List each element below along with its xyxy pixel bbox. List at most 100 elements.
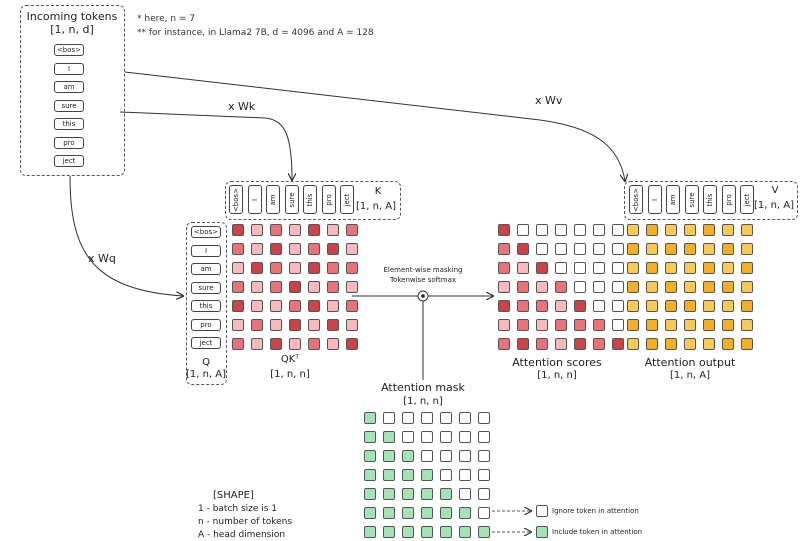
score-cell bbox=[612, 281, 624, 293]
score-cell bbox=[612, 243, 624, 255]
mask-cell bbox=[364, 488, 376, 500]
output-cell bbox=[703, 281, 715, 293]
score-cell bbox=[517, 224, 529, 236]
v-token-text: am bbox=[669, 193, 677, 206]
score-cell bbox=[612, 224, 624, 236]
qk-cell bbox=[327, 224, 339, 236]
qk-cell bbox=[308, 224, 320, 236]
output-label: Attention output bbox=[644, 356, 736, 369]
shape-legend-head: A - head dimension bbox=[198, 530, 286, 540]
q-label: Q bbox=[202, 357, 210, 368]
score-cell bbox=[498, 224, 510, 236]
qk-cell bbox=[327, 319, 339, 331]
output-cell bbox=[741, 338, 753, 350]
score-cell bbox=[536, 338, 548, 350]
mask-cell bbox=[478, 526, 490, 538]
scores-shape: [1, n, n] bbox=[537, 370, 577, 381]
qk-cell bbox=[346, 319, 358, 331]
mask-cell bbox=[402, 507, 414, 519]
score-cell bbox=[574, 338, 586, 350]
mask-cell bbox=[383, 526, 395, 538]
qk-cell bbox=[232, 243, 244, 255]
qk-cell bbox=[289, 281, 301, 293]
output-cell bbox=[627, 300, 639, 312]
score-cell bbox=[612, 262, 624, 274]
output-cell bbox=[665, 300, 677, 312]
q-token: am bbox=[191, 263, 221, 275]
score-cell bbox=[498, 262, 510, 274]
output-cell bbox=[684, 262, 696, 274]
mask-cell bbox=[459, 431, 471, 443]
mask-cell bbox=[364, 431, 376, 443]
score-cell bbox=[555, 262, 567, 274]
k-token-text: this bbox=[306, 193, 314, 206]
qk-cell bbox=[327, 262, 339, 274]
qk-cell bbox=[251, 243, 263, 255]
output-cell bbox=[646, 319, 658, 331]
output-cell bbox=[684, 243, 696, 255]
output-cell bbox=[741, 300, 753, 312]
mask-shape: [1, n, n] bbox=[403, 396, 443, 407]
score-cell bbox=[498, 243, 510, 255]
output-cell bbox=[722, 338, 734, 350]
mask-cell bbox=[383, 488, 395, 500]
output-cell bbox=[722, 262, 734, 274]
wq-label: x Wq bbox=[88, 252, 116, 265]
incoming-token: <bos> bbox=[54, 44, 84, 56]
wv-arrow bbox=[124, 71, 625, 181]
qk-cell bbox=[289, 262, 301, 274]
output-cell bbox=[703, 224, 715, 236]
mask-label: Attention mask bbox=[381, 381, 465, 394]
v-token: sure bbox=[684, 185, 699, 214]
incoming-token: am bbox=[54, 81, 84, 93]
k-token: pro bbox=[321, 185, 336, 214]
mask-cell bbox=[440, 450, 452, 462]
v-token-text: sure bbox=[687, 191, 696, 208]
score-cell bbox=[536, 300, 548, 312]
mask-cell bbox=[459, 507, 471, 519]
q-token: <bos> bbox=[191, 226, 221, 238]
v-token: am bbox=[666, 185, 680, 214]
v-token-text: <bos> bbox=[632, 187, 640, 212]
score-cell bbox=[517, 338, 529, 350]
incoming-token: pro bbox=[54, 136, 84, 149]
qk-cell bbox=[327, 243, 339, 255]
qk-cell bbox=[289, 338, 301, 350]
mask-cell bbox=[383, 469, 395, 481]
qk-cell bbox=[251, 319, 263, 331]
incoming-token: this bbox=[54, 118, 84, 130]
mask-cell bbox=[459, 488, 471, 500]
score-cell bbox=[498, 319, 510, 331]
v-token-text: I bbox=[650, 198, 659, 201]
qk-cell bbox=[346, 338, 358, 350]
qk-cell bbox=[251, 281, 263, 293]
q-box bbox=[186, 222, 227, 385]
v-token-text: this bbox=[706, 193, 714, 206]
output-cell bbox=[665, 281, 677, 293]
q-token: ject bbox=[191, 337, 221, 349]
mask-cell bbox=[421, 488, 433, 500]
mask-cell bbox=[459, 469, 471, 481]
mask-cell bbox=[478, 507, 490, 519]
mask-cell bbox=[440, 488, 452, 500]
q-token: I bbox=[191, 244, 221, 257]
mask-cell bbox=[421, 431, 433, 443]
mask-cell bbox=[402, 450, 414, 462]
qk-cell bbox=[308, 338, 320, 350]
score-cell bbox=[536, 319, 548, 331]
qk-cell bbox=[251, 224, 263, 236]
score-cell bbox=[517, 319, 529, 331]
score-cell bbox=[574, 243, 586, 255]
v-box bbox=[624, 181, 798, 220]
qk-cell bbox=[232, 338, 244, 350]
wq-arrow bbox=[69, 175, 183, 296]
shape-legend-title: [SHAPE] bbox=[213, 490, 254, 501]
qk-label: QKᵀ bbox=[280, 354, 300, 365]
mask-cell bbox=[459, 450, 471, 462]
score-cell bbox=[517, 243, 529, 255]
output-cell bbox=[627, 338, 639, 350]
qk-cell bbox=[308, 319, 320, 331]
mask-cell bbox=[402, 469, 414, 481]
output-cell bbox=[703, 319, 715, 331]
